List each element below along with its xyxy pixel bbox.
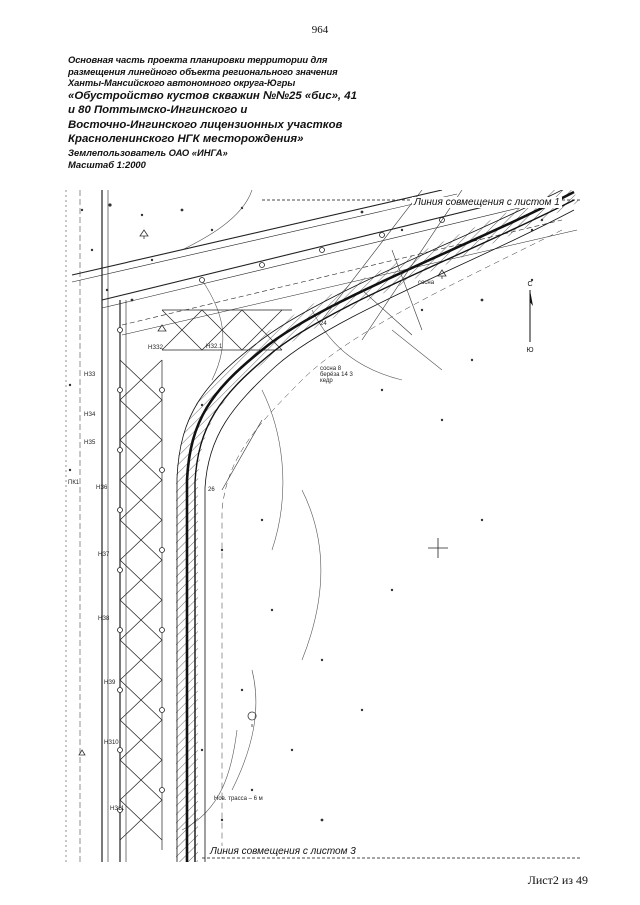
- map-note-26: 26: [208, 487, 215, 493]
- title-line-9: Масштаб 1:2000: [68, 158, 146, 170]
- title-line-5: и 80 Поттымско-Ингинского и: [68, 104, 248, 117]
- tree-symbols: [78, 229, 447, 756]
- map-drawing[interactable]: [62, 190, 580, 862]
- vertical-utility-lines: [65, 190, 127, 862]
- map-label-g: НЗ7: [98, 552, 110, 558]
- title-line-6: Восточно-Ингинского лицензионных участко…: [68, 118, 343, 131]
- compass-south-label: Ю: [526, 347, 533, 354]
- map-road-note: Нов. трасса – 6 м: [214, 796, 263, 802]
- map-note-km: ПК1: [68, 480, 80, 486]
- map-label-i: НЗ9: [104, 680, 116, 686]
- map-label-a: НЗЗ2: [148, 345, 163, 351]
- title-line-3: Ханты-Мансийского автономного округа-Югр…: [68, 77, 296, 88]
- map-label-f: НЗ6: [96, 485, 108, 491]
- match-line-top-label: Линия совмещения с листом 1: [412, 197, 562, 208]
- north-arrow-icon: С Ю: [526, 281, 533, 354]
- diagonal-lines-right: [221, 190, 463, 491]
- title-line-2: размещения линейного объекта регионально…: [68, 65, 338, 77]
- map-note-forest-2: сосна 8 берёза 14 3 кедр: [320, 366, 353, 384]
- map-label-c: НЗ3: [84, 372, 96, 378]
- match-line-bottom-label: Линия совмещения с листом 3: [208, 846, 358, 857]
- map-label-j: НЗ10: [104, 740, 119, 746]
- map-note-forest: сосна: [418, 280, 435, 286]
- map-label-d: НЗ4: [84, 412, 96, 418]
- map-label-k: НЗ11: [110, 806, 125, 812]
- terrain-dots: [68, 203, 544, 822]
- page-number: 964: [311, 24, 329, 36]
- title-line-8: Землепользователь ОАО «ИНГА»: [68, 146, 228, 158]
- map-label-e: НЗ5: [84, 440, 96, 446]
- title-line-1: Основная часть проекта планировки террит…: [68, 54, 328, 65]
- title-block: Основная часть проекта планировки террит…: [68, 54, 368, 171]
- compass-north-label: С: [527, 281, 532, 288]
- pipeline-corridor: [176, 190, 580, 862]
- map-label-h: НЗ8: [98, 616, 110, 622]
- contour-lines: [181, 190, 443, 831]
- map-svg: [65, 190, 580, 862]
- map-label-b: НЗ2.1: [206, 344, 223, 350]
- title-line-4: «Обустройство кустов скважин №№25 «бис»,…: [68, 89, 357, 102]
- crosshair-markers: [428, 538, 448, 558]
- map-note-24: 24: [320, 321, 327, 327]
- utility-posts: [117, 217, 445, 813]
- sheet-label: Лист2 из 49: [527, 873, 588, 887]
- title-line-7: Красноленинского НГК месторождения»: [68, 133, 304, 146]
